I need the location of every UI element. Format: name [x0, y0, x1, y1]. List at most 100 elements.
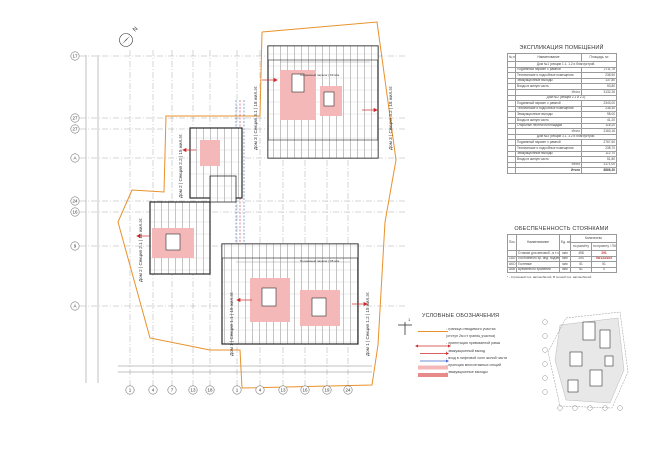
- legend: УСЛОВНЫЕ ОБОЗНАЧЕНИЯ - граница отводимог…: [412, 313, 520, 376]
- bottom-dimension-chain: [118, 365, 372, 373]
- left-dimension-chain: [85, 55, 99, 383]
- header-cell: Наименование: [515, 53, 582, 62]
- legend-text: (отступ 2м от границ участка): [446, 333, 496, 338]
- cell-calc: 61: [570, 266, 592, 274]
- cell-value: 238,90: [581, 72, 617, 79]
- axis-left-5: 9: [74, 244, 77, 249]
- parking-title: ОБЕСПЕЧЕННОСТЬ СТОЯНКАМИ: [514, 226, 609, 232]
- table-row: Дом №2 (секции 2.1 и 2.2): [507, 94, 617, 102]
- cell-value: 53,80: [581, 83, 617, 90]
- cell-name: Временного хранения: [516, 266, 560, 274]
- legend-item: (отступ 2м от границ участка): [412, 332, 520, 339]
- north-label: N: [132, 26, 139, 33]
- label-building-3-section-1: Дом 3 | Секция 3.1 | 18 жил.эт.: [253, 85, 258, 150]
- building-2-block[interactable]: [149, 127, 243, 275]
- cell-value: 2343,00: [581, 100, 617, 107]
- legend-text: - проекция многоэтажных секций: [446, 363, 501, 368]
- axis-left-3: 24: [72, 199, 78, 204]
- legend-text: - граница отводимого участка: [446, 326, 496, 331]
- cell-project: 51: [591, 261, 617, 268]
- building-1-block[interactable]: Подземный паркинг | 98 м/м: [221, 243, 359, 345]
- axis-bottom-8: 16: [302, 388, 308, 393]
- engineering-lines: [235, 100, 245, 252]
- header-cell: Поз.: [507, 234, 517, 251]
- grand-total-value: 8866,30: [581, 167, 617, 174]
- label-building-2-section-1: Дом 2 | Секция 2.1 | 15 жил.эт.: [138, 217, 143, 282]
- section-marker-label: 1: [408, 317, 411, 322]
- building-3-block[interactable]: Подземный паркинг | 69 м/м: [267, 45, 379, 159]
- axis-left-1: 27: [72, 116, 78, 121]
- legend-item: - ориентация привязанной рамы: [412, 340, 520, 347]
- legend-title: УСЛОВНЫЕ ОБОЗНАЧЕНИЯ: [422, 313, 500, 319]
- table-row: Дом №1 (секции 1.1, 1.2 и благоустрой.: [507, 61, 617, 68]
- cell-value: 98,00: [581, 111, 617, 118]
- header-group: Количество: [570, 234, 617, 243]
- legend-item: - эвакуационный выход: [412, 347, 520, 354]
- label-building-2-section-2: Дом 2 | Секция 2.2 | 15 жил.эт.: [178, 133, 183, 198]
- legend-item: - эвакуационные выходы: [412, 369, 520, 376]
- axis-bottom-9: 19: [324, 388, 330, 393]
- label-building-1-section-2: Дом 1 | Секция 1.2 | 15 жил.эт.: [365, 291, 370, 356]
- axis-bottom-7: 13: [280, 388, 286, 393]
- legend-text: - вход в лифтовой холл жилой части: [446, 355, 507, 360]
- parking-label-b1: Подземный паркинг | 98 м/м: [300, 259, 339, 263]
- north-arrow: N: [119, 26, 139, 47]
- axis-bottom-0: 1: [129, 388, 132, 393]
- axis-left-0: 17: [72, 54, 78, 59]
- header-cell: № п/п: [507, 53, 516, 62]
- table-row: АКВ Временного хранения м/м 61 0: [507, 266, 617, 274]
- header-cell: Ед. изм.: [559, 234, 571, 251]
- left-axis-markers: 17 27 27 А 24 16 9 A: [70, 51, 80, 311]
- cell-project: 95/134/105: [591, 255, 617, 263]
- axis-bottom-2: 7: [171, 388, 174, 393]
- parking-label-b3: Подземный паркинг | 69 м/м: [300, 73, 339, 77]
- axis-bottom-1: 4: [152, 388, 155, 393]
- axis-bottom-4: 18: [207, 388, 213, 393]
- grand-total-label: Итого: [515, 167, 582, 174]
- axis-bottom-3: 13: [190, 388, 196, 393]
- label-building-1-section-1: Дом 1 | Секция 1.1 | 15 жил.эт.: [229, 291, 234, 356]
- site-boundary: [117, 21, 397, 389]
- section-marker: 1: [398, 317, 412, 335]
- label-building-3-section-2: Дом 3 | Секция 3.2 | 18 жил.эт.: [388, 85, 393, 150]
- parking-note: * - Страховой поз. автомобилей, В полной…: [507, 275, 592, 280]
- table-row: № п/п Наименование Площадь, м²: [507, 53, 617, 62]
- cell-total-value: 3132,26: [581, 89, 617, 96]
- header-cell: Площадь, м²: [581, 53, 617, 62]
- parking-grid: Поз. Наименование Ед. изм. Количество по…: [507, 234, 617, 274]
- location-mini-plan: [542, 311, 629, 411]
- evacuation-arrows: [136, 77, 378, 307]
- legend-item: - проекция многоэтажных секций: [412, 361, 520, 368]
- explication-grid: № п/п Наименование Площадь, м² Дом №1 (с…: [507, 53, 617, 174]
- legend-symbols: [415, 331, 451, 377]
- cell-value: 137,80: [581, 77, 617, 85]
- axis-left-2: А: [73, 156, 76, 161]
- explication-title: ЭКСПЛИКАЦИЯ ПОМЕЩЕНИЙ: [519, 45, 604, 51]
- axis-left-4: 16: [72, 210, 78, 215]
- header-cell: Наименование: [516, 234, 560, 251]
- table-row: АКО Гостевые м/м 51 51: [507, 261, 617, 268]
- axis-bottom-5: 1: [236, 388, 239, 393]
- table-row: Поз. Наименование Ед. изм. Количество: [507, 234, 617, 251]
- header-cell: по проекту / ГКС: [591, 242, 617, 251]
- section-title: Дом №1 (секции 1.1, 1.2 и благоустрой.: [515, 61, 617, 68]
- cell-value: 41,20: [581, 116, 617, 124]
- section-title: Дом №2 (секции 2.1 и 2.2): [515, 94, 617, 102]
- legend-text: - ориентация привязанной рамы: [446, 341, 501, 346]
- cell-unit: м/м: [559, 266, 571, 274]
- header-cell: по расчёту: [570, 242, 592, 251]
- explication-table: ЭКСПЛИКАЦИЯ ПОМЕЩЕНИЙ № п/п Наименование…: [507, 45, 617, 174]
- axis-left-1b: 27: [72, 127, 78, 132]
- legend-text: - эвакуационные выходы: [446, 370, 488, 375]
- table-row: по расчёту по проекту / ГКС: [508, 242, 617, 251]
- table-row: 1АО Постоянного хр. инд. подземн. м/м 25…: [507, 255, 617, 263]
